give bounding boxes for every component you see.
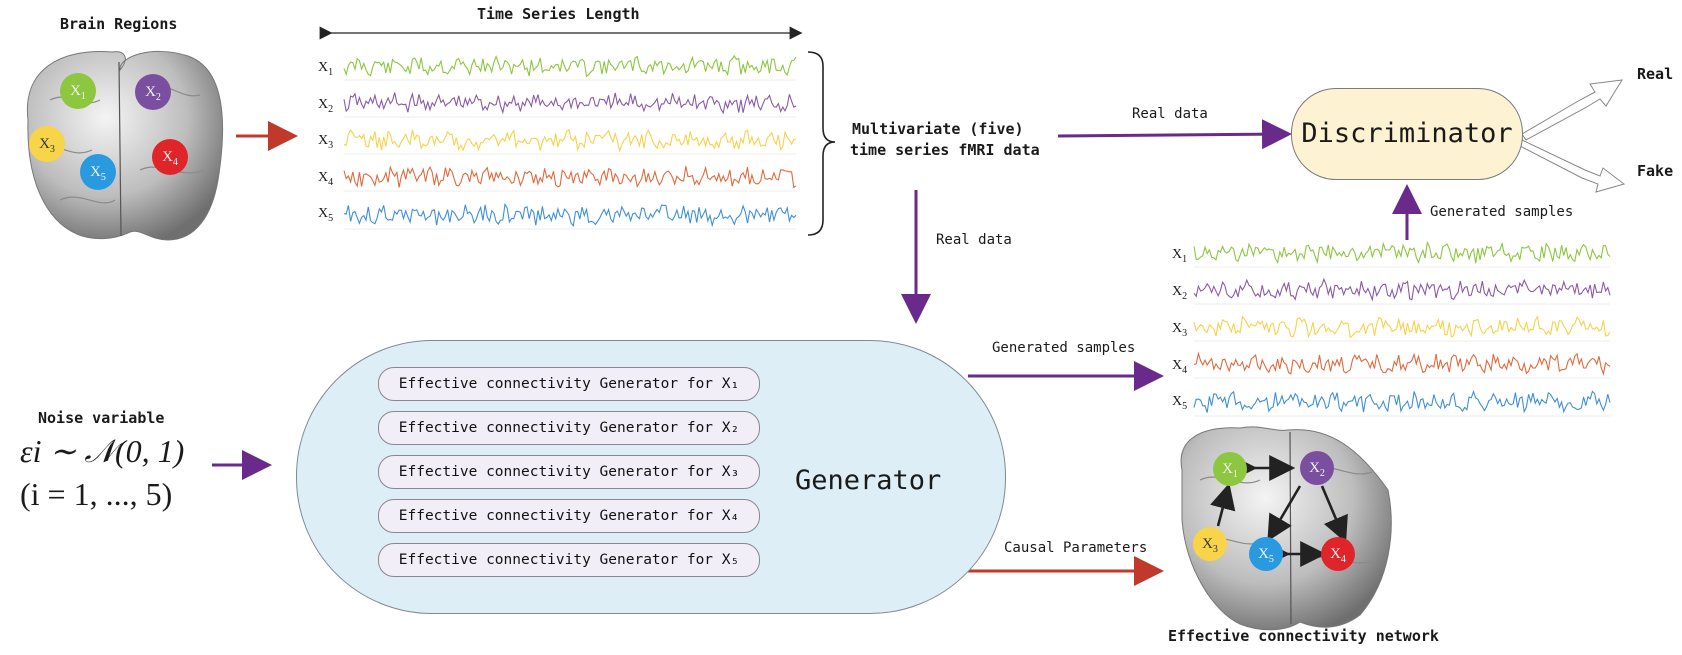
node-x4: X4 [1321, 537, 1355, 571]
time-series-length-label: Time Series Length [477, 5, 640, 23]
brain-regions-label: Brain Regions [60, 15, 178, 33]
series-label-x4: X4 [318, 170, 334, 188]
node-x5-label: X [90, 164, 101, 180]
generator-item-x1: Effective connectivity Generator for X₁ [378, 367, 760, 401]
discriminator-box: Discriminator [1291, 88, 1523, 180]
generator-item-x3: Effective connectivity Generator for X₃ [378, 455, 760, 489]
real-data-label-top: Real data [1132, 106, 1208, 122]
noise-variable-label: Noise variable [38, 409, 165, 427]
arrow-real-data-to-discriminator [1057, 119, 1292, 150]
series-label-x3: X3 [1172, 321, 1188, 339]
brace [807, 51, 836, 236]
fake-output-label: Fake [1637, 162, 1674, 180]
node-x5: X5 [80, 154, 116, 190]
causal-parameters-label: Causal Parameters [1004, 540, 1148, 556]
series-label-x2: X2 [318, 97, 334, 115]
noise-formula-line2: (i = 1, ..., 5) [20, 476, 173, 512]
series-line-x1 [1193, 240, 1611, 265]
real-output-label: Real [1637, 65, 1674, 83]
noise-formula-line1: εi ∼ 𝒩(0, 1) [20, 433, 185, 469]
series-line-x5 [1193, 390, 1611, 414]
series-label-x5: X5 [1172, 394, 1188, 412]
node-x4: X4 [152, 139, 188, 175]
generated-samples-label: Generated samples [992, 340, 1136, 356]
node-x2-label: X [145, 84, 156, 100]
node-x2: X2 [1300, 451, 1334, 485]
node-x1-label: X [70, 83, 81, 99]
series-label-x1: X1 [318, 60, 334, 78]
node-x2: X2 [135, 74, 171, 110]
series-label-x2: X2 [1172, 284, 1188, 302]
series-line-x3 [1193, 315, 1611, 339]
fake-outline-arrow [1519, 139, 1626, 193]
edge-x3-x1 [1210, 482, 1236, 527]
series-line-x4 [1193, 351, 1611, 376]
generated-time-series-group [1193, 240, 1611, 417]
series-line-x2 [1193, 277, 1611, 302]
edge-x2-x5 [1267, 485, 1302, 542]
real-data-label-down: Real data [936, 232, 1012, 248]
series-line-x4 [343, 165, 797, 189]
series-label-x3: X3 [318, 133, 334, 151]
real-outline-arrow [1521, 79, 1623, 141]
series-line-x2 [343, 91, 797, 115]
ec-network-label: Effective connectivity network [1168, 627, 1439, 645]
series-label-x1: X1 [1172, 247, 1188, 265]
node-x4-label: X [162, 149, 173, 165]
node-x5: X5 [1249, 537, 1283, 571]
series-label-x4: X4 [1172, 358, 1188, 376]
node-x1-label: X [1222, 461, 1233, 477]
node-x2-label: X [1309, 460, 1320, 476]
node-x3-label: X [1202, 536, 1213, 552]
multivariate-label-line2: time series fMRI data [850, 141, 1040, 159]
series-line-x1 [343, 54, 797, 78]
node-x3: X3 [29, 126, 65, 162]
generator-title: Generator [795, 465, 942, 496]
generator-item-x2: Effective connectivity Generator for X₂ [378, 411, 760, 445]
series-line-x5 [343, 202, 797, 228]
generated-samples-up-label: Generated samples [1430, 204, 1574, 220]
multivariate-label-line1: Multivariate (five) [852, 120, 1024, 138]
node-x3: X3 [1193, 527, 1227, 561]
real-time-series-group [343, 54, 797, 230]
series-line-x3 [343, 128, 797, 153]
node-x5-label: X [1258, 546, 1269, 562]
generator-item-x4: Effective connectivity Generator for X₄ [378, 499, 760, 533]
network-edges [1210, 455, 1348, 567]
generator-item-x5: Effective connectivity Generator for X₅ [378, 543, 760, 577]
edge-x2-x4 [1320, 485, 1348, 543]
node-x3-label: X [39, 136, 50, 152]
node-x4-label: X [1330, 546, 1341, 562]
node-x1: X1 [60, 73, 96, 109]
series-label-x5: X5 [318, 206, 334, 224]
node-x1: X1 [1213, 452, 1247, 486]
